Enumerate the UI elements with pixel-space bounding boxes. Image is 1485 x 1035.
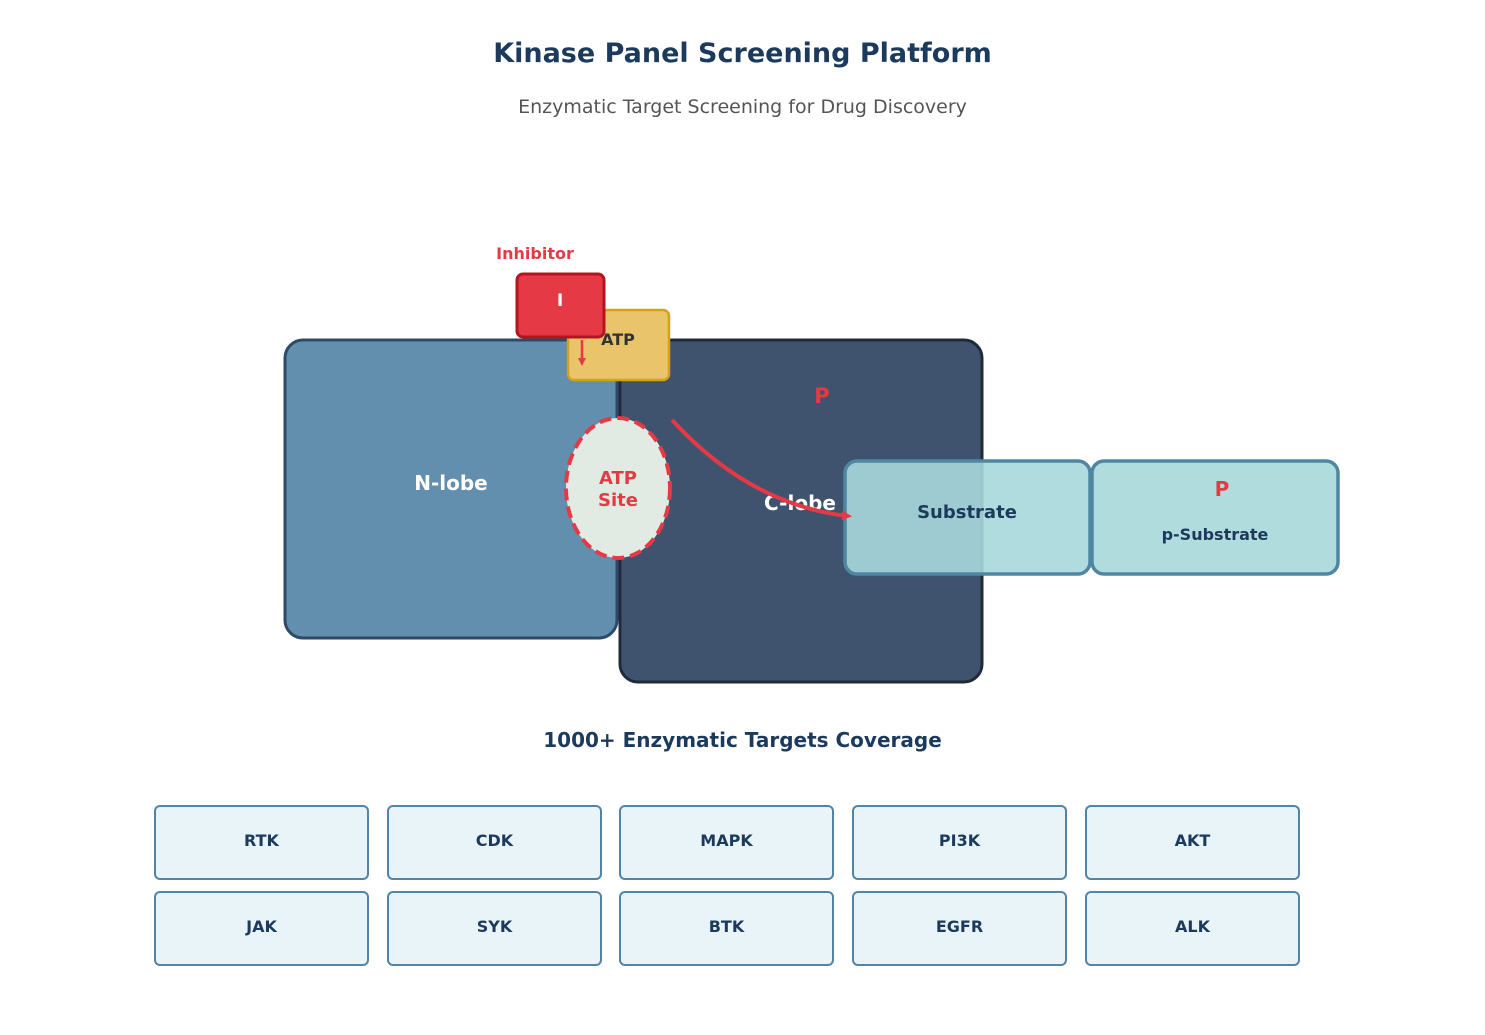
atp-site-label-line1: ATP (599, 468, 637, 489)
atp-site-label-line2: Site (598, 490, 638, 511)
family-card-mapk: MAPK (619, 805, 834, 880)
page-title: Kinase Panel Screening Platform (493, 38, 992, 69)
n-lobe-label: N-lobe (414, 471, 488, 495)
family-card-pi3k: PI3K (852, 805, 1067, 880)
inhibitor-label: Inhibitor (496, 244, 574, 263)
atp-label: ATP (601, 330, 635, 349)
family-card-rtk: RTK (154, 805, 369, 880)
family-card-egfr: EGFR (852, 891, 1067, 966)
page-subtitle: Enzymatic Target Screening for Drug Disc… (518, 96, 967, 118)
family-card-akt: AKT (1085, 805, 1300, 880)
p-substrate-box (1090, 459, 1340, 576)
family-card-alk: ALK (1085, 891, 1300, 966)
p-substrate-label: p-Substrate (1162, 525, 1269, 544)
atp-site (564, 416, 672, 560)
substrate-label: Substrate (917, 502, 1017, 523)
inhibitor-molecule (515, 272, 606, 339)
family-card-jak: JAK (154, 891, 369, 966)
p-substrate-phosphate: P (1215, 477, 1230, 501)
kinase-diagram: N-lobe C-lobe ATP Site ATP Inhibitor I P… (283, 244, 1340, 684)
phosphate-label: P (814, 384, 829, 408)
family-card-syk: SYK (387, 891, 602, 966)
inhibitor-symbol: I (557, 291, 563, 311)
coverage-heading: 1000+ Enzymatic Targets Coverage (543, 728, 942, 752)
family-card-btk: BTK (619, 891, 834, 966)
phosphorylation-arrow (670, 418, 852, 521)
family-card-cdk: CDK (387, 805, 602, 880)
